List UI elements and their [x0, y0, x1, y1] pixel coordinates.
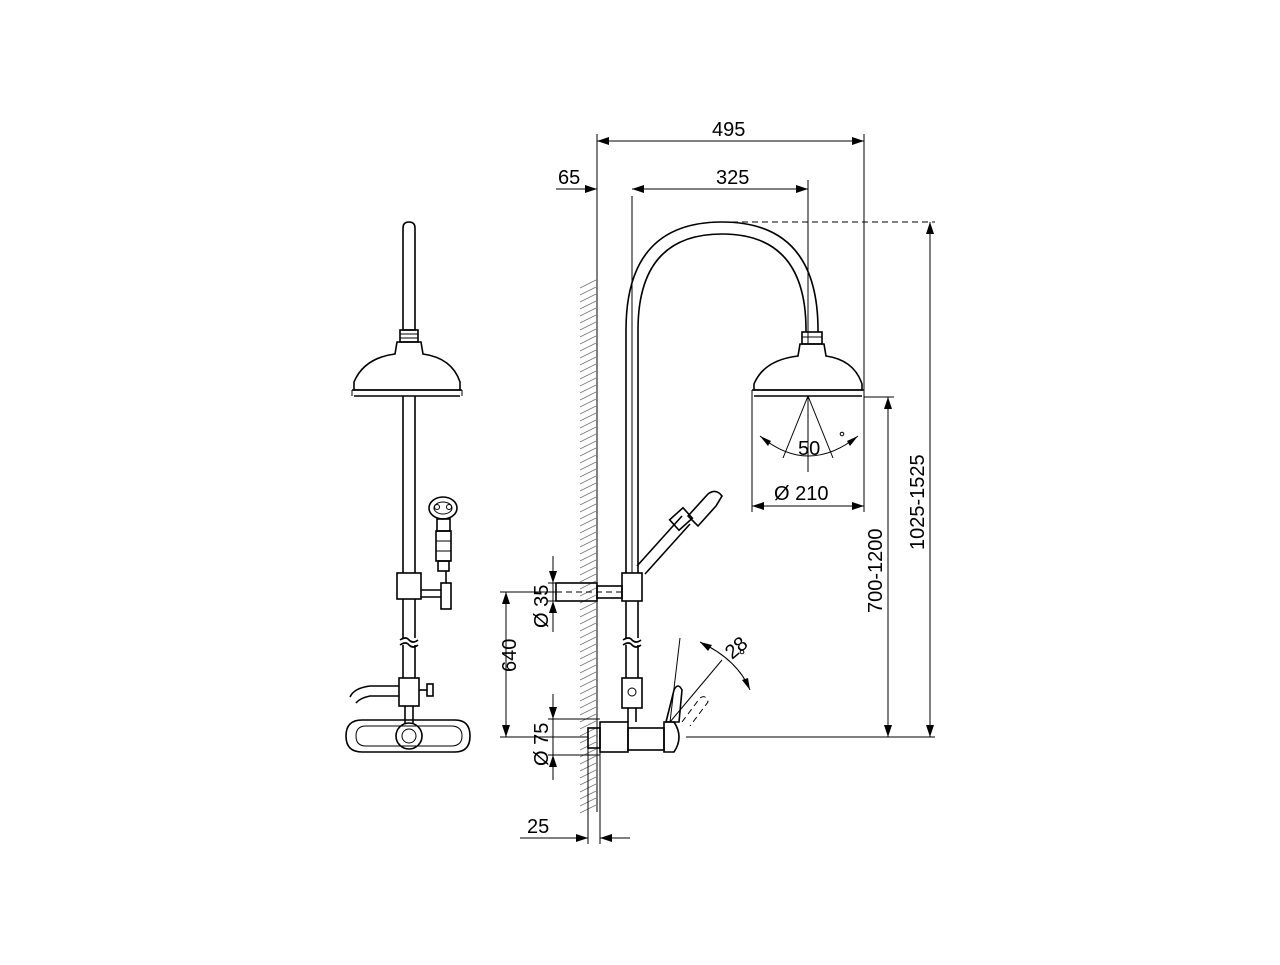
mixer-diameter-label: Ø 75	[531, 723, 553, 766]
wall-thickness-label: 25	[527, 816, 549, 838]
head-height-label: 700-1200	[865, 528, 887, 613]
hatch-line	[579, 545, 597, 555]
hatch-line	[579, 328, 597, 338]
head-diameter-label: Ø 210	[774, 483, 828, 505]
hatch-line	[579, 342, 597, 352]
hatch-line	[579, 720, 597, 730]
hatch-line	[579, 699, 597, 709]
hatch-line	[579, 321, 597, 331]
hatch-line	[579, 643, 597, 653]
hatch-line	[579, 482, 597, 492]
bracket-diameter-label: Ø 35	[531, 585, 553, 628]
hatch-line	[579, 433, 597, 443]
hatch-line	[579, 517, 597, 527]
hatch-line	[579, 657, 597, 667]
dimension-lines	[500, 134, 935, 844]
hatch-line	[579, 461, 597, 471]
hatch-line	[579, 489, 597, 499]
hatch-line	[579, 454, 597, 464]
hatch-line	[579, 356, 597, 366]
hatch-line	[579, 531, 597, 541]
hatch-line	[579, 405, 597, 415]
hatch-line	[579, 300, 597, 310]
hatch-line	[579, 524, 597, 534]
hatch-line	[579, 314, 597, 324]
hatch-line	[579, 573, 597, 583]
hatch-line	[579, 335, 597, 345]
hatch-line	[579, 412, 597, 422]
head-projection-label: 325	[716, 167, 749, 189]
hatch-line	[579, 608, 597, 618]
hatch-line	[579, 377, 597, 387]
hatch-line	[579, 293, 597, 303]
handle-angle-label: 28	[721, 633, 752, 664]
hatch-line	[579, 664, 597, 674]
dimension-labels: 495 325 65 Ø 210 50 1025-1525 700-1200 2…	[499, 119, 929, 838]
hatch-line	[579, 370, 597, 380]
hatch-line	[579, 475, 597, 485]
hatch-line	[579, 706, 597, 716]
front-view	[345, 221, 471, 753]
hatch-line	[579, 363, 597, 373]
hatch-line	[579, 307, 597, 317]
hatch-line	[579, 391, 597, 401]
spray-angle-label: 50	[798, 438, 820, 460]
hatch-line	[579, 566, 597, 576]
hatch-line	[579, 503, 597, 513]
overall-height-label: 1025-1525	[907, 454, 929, 550]
hatch-line	[579, 636, 597, 646]
hatch-line	[579, 349, 597, 359]
hatch-line	[579, 447, 597, 457]
hatch-line	[579, 671, 597, 681]
hatch-line	[579, 468, 597, 478]
hatch-line	[579, 622, 597, 632]
hatch-line	[579, 615, 597, 625]
hatch-line	[579, 286, 597, 296]
hatch-line	[579, 559, 597, 569]
hatch-line	[579, 692, 597, 702]
hatch-line	[579, 678, 597, 688]
hatch-line	[579, 685, 597, 695]
hatch-line	[579, 601, 597, 611]
hatch-line	[579, 538, 597, 548]
hatch-line	[579, 650, 597, 660]
hatch-line	[579, 426, 597, 436]
hatch-line	[579, 440, 597, 450]
hatch-line	[579, 279, 597, 289]
hatch-line	[579, 510, 597, 520]
overall-width-label: 495	[712, 119, 745, 141]
wall-hatching	[579, 275, 598, 814]
hatch-line	[579, 384, 597, 394]
wall-offset-label: 65	[558, 167, 580, 189]
hatch-line	[579, 629, 597, 639]
hatch-line	[579, 398, 597, 408]
bracket-to-mixer-label: 640	[499, 639, 521, 672]
hatch-line	[579, 552, 597, 562]
hatch-line	[579, 496, 597, 506]
hatch-line	[579, 419, 597, 429]
hatch-line	[579, 713, 597, 723]
